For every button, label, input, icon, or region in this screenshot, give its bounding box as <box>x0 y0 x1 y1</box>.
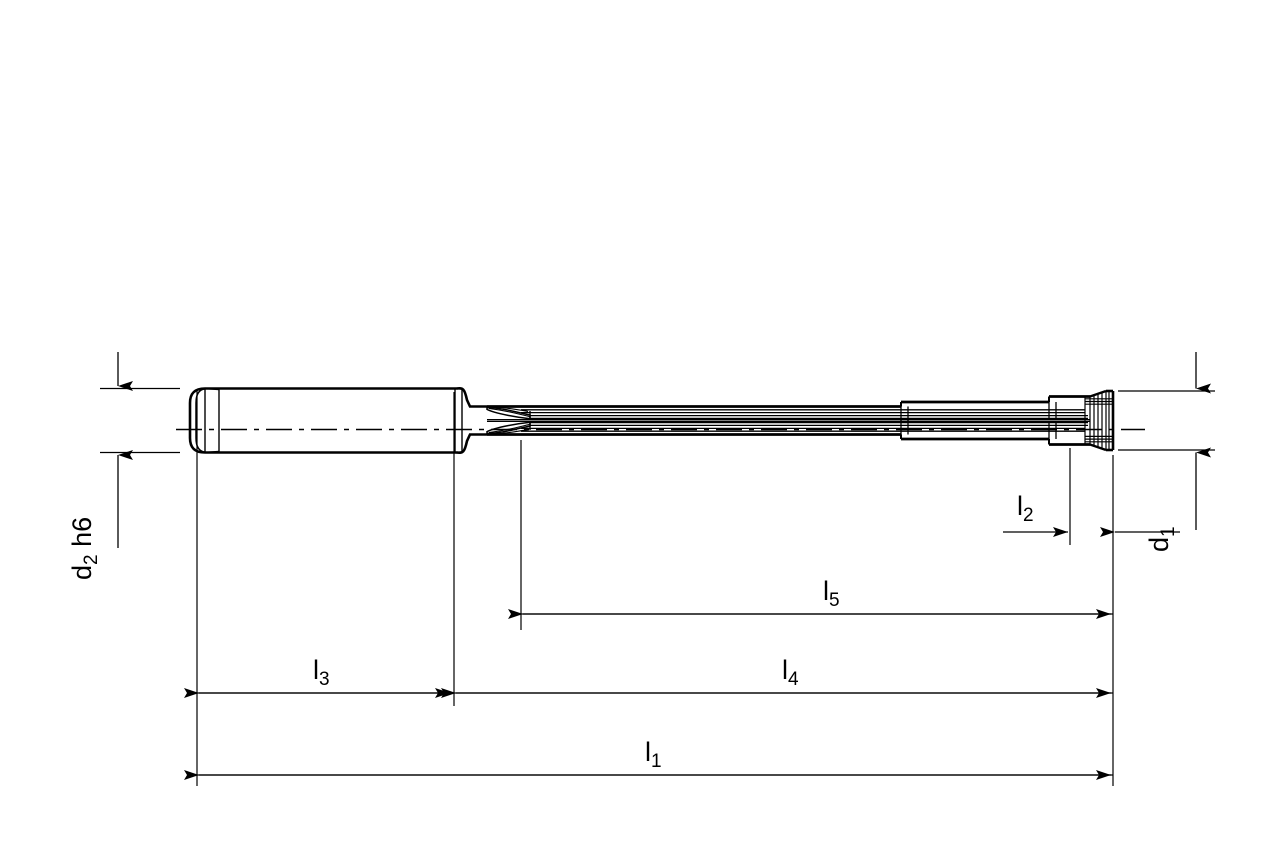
l1-subscript: 1 <box>651 751 662 772</box>
d2-tolerance: h6 <box>67 516 97 555</box>
shank-outline <box>188 387 447 454</box>
neck-transition <box>447 387 487 454</box>
l2-subscript: 2 <box>1023 505 1034 526</box>
d2-base: d <box>67 564 97 580</box>
d1-subscript: 1 <box>1158 526 1179 537</box>
l5-base: l <box>823 576 829 606</box>
d2-subscript: 2 <box>81 554 102 565</box>
dimension-label-d2: d2 h6 <box>67 516 102 580</box>
dimension-d1 <box>1118 352 1215 530</box>
l2-base: l <box>1017 491 1023 521</box>
cutting-tip-detail <box>1084 391 1113 450</box>
dimension-label-l2: l2 <box>1017 491 1034 526</box>
l3-base: l <box>313 655 319 685</box>
l4-subscript: 4 <box>788 669 799 690</box>
flute-lines-upper <box>487 409 1090 423</box>
l3-subscript: 3 <box>319 669 330 690</box>
body-step-marks <box>900 402 1057 439</box>
cutting-body-outline <box>487 389 1115 452</box>
l4-base: l <box>782 655 788 685</box>
reamer-body-geometry <box>188 387 1115 454</box>
flute-runout-lower <box>486 421 531 435</box>
projection-lines <box>196 390 1114 786</box>
dimension-label-l3: l3 <box>313 655 330 690</box>
dimension-d2 <box>100 352 180 548</box>
dimension-label-l1: l1 <box>645 737 662 772</box>
d1-base: d <box>1144 536 1174 552</box>
dimension-label-l4: l4 <box>782 655 799 690</box>
flute-lines-lower <box>487 418 1090 432</box>
flute-runout-upper <box>486 406 531 420</box>
dimension-lines <box>100 352 1215 786</box>
dimension-label-l5: l5 <box>823 576 840 611</box>
l1-base: l <box>645 737 651 767</box>
dimension-label-d1: d1 <box>1144 526 1179 552</box>
l5-subscript: 5 <box>829 590 840 611</box>
